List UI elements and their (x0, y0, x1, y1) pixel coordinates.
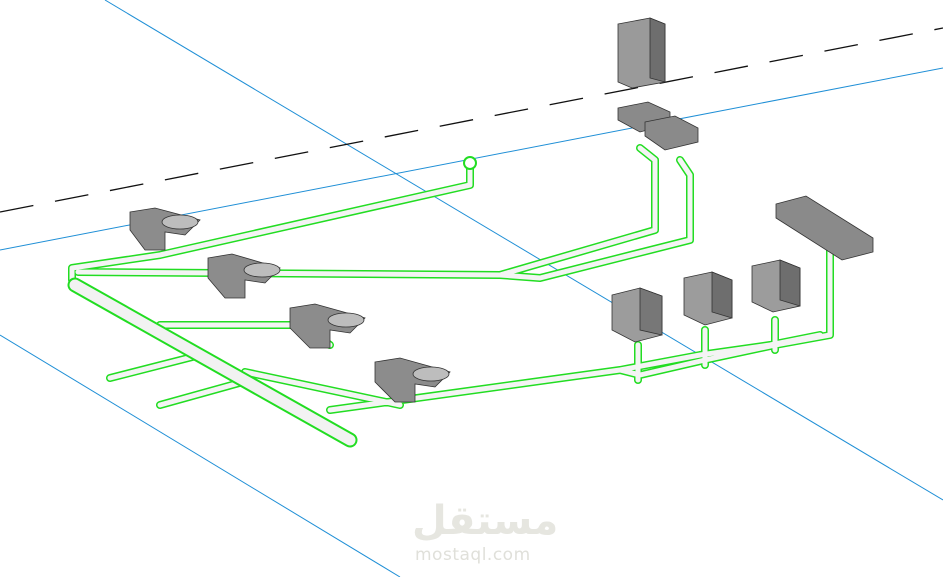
urinal-2 (683, 271, 733, 326)
electric-panel (617, 17, 666, 89)
watermark-arabic: مستقل (412, 498, 559, 544)
water-closet-4 (374, 357, 451, 403)
urinal-1 (611, 287, 663, 343)
water-closet-3 (289, 303, 366, 349)
pipe-network (67, 144, 834, 448)
section-dash-line (0, 27, 943, 213)
grid-line (104, 0, 943, 501)
lavatory-top-2 (644, 115, 699, 151)
fixtures (129, 17, 874, 403)
lavatory-row (775, 195, 874, 261)
urinal-3 (751, 259, 801, 313)
water-closet-2 (207, 253, 281, 299)
watermark-latin: mostaql.com (415, 545, 531, 565)
grid-line (0, 334, 401, 577)
water-closet-1 (129, 207, 201, 251)
